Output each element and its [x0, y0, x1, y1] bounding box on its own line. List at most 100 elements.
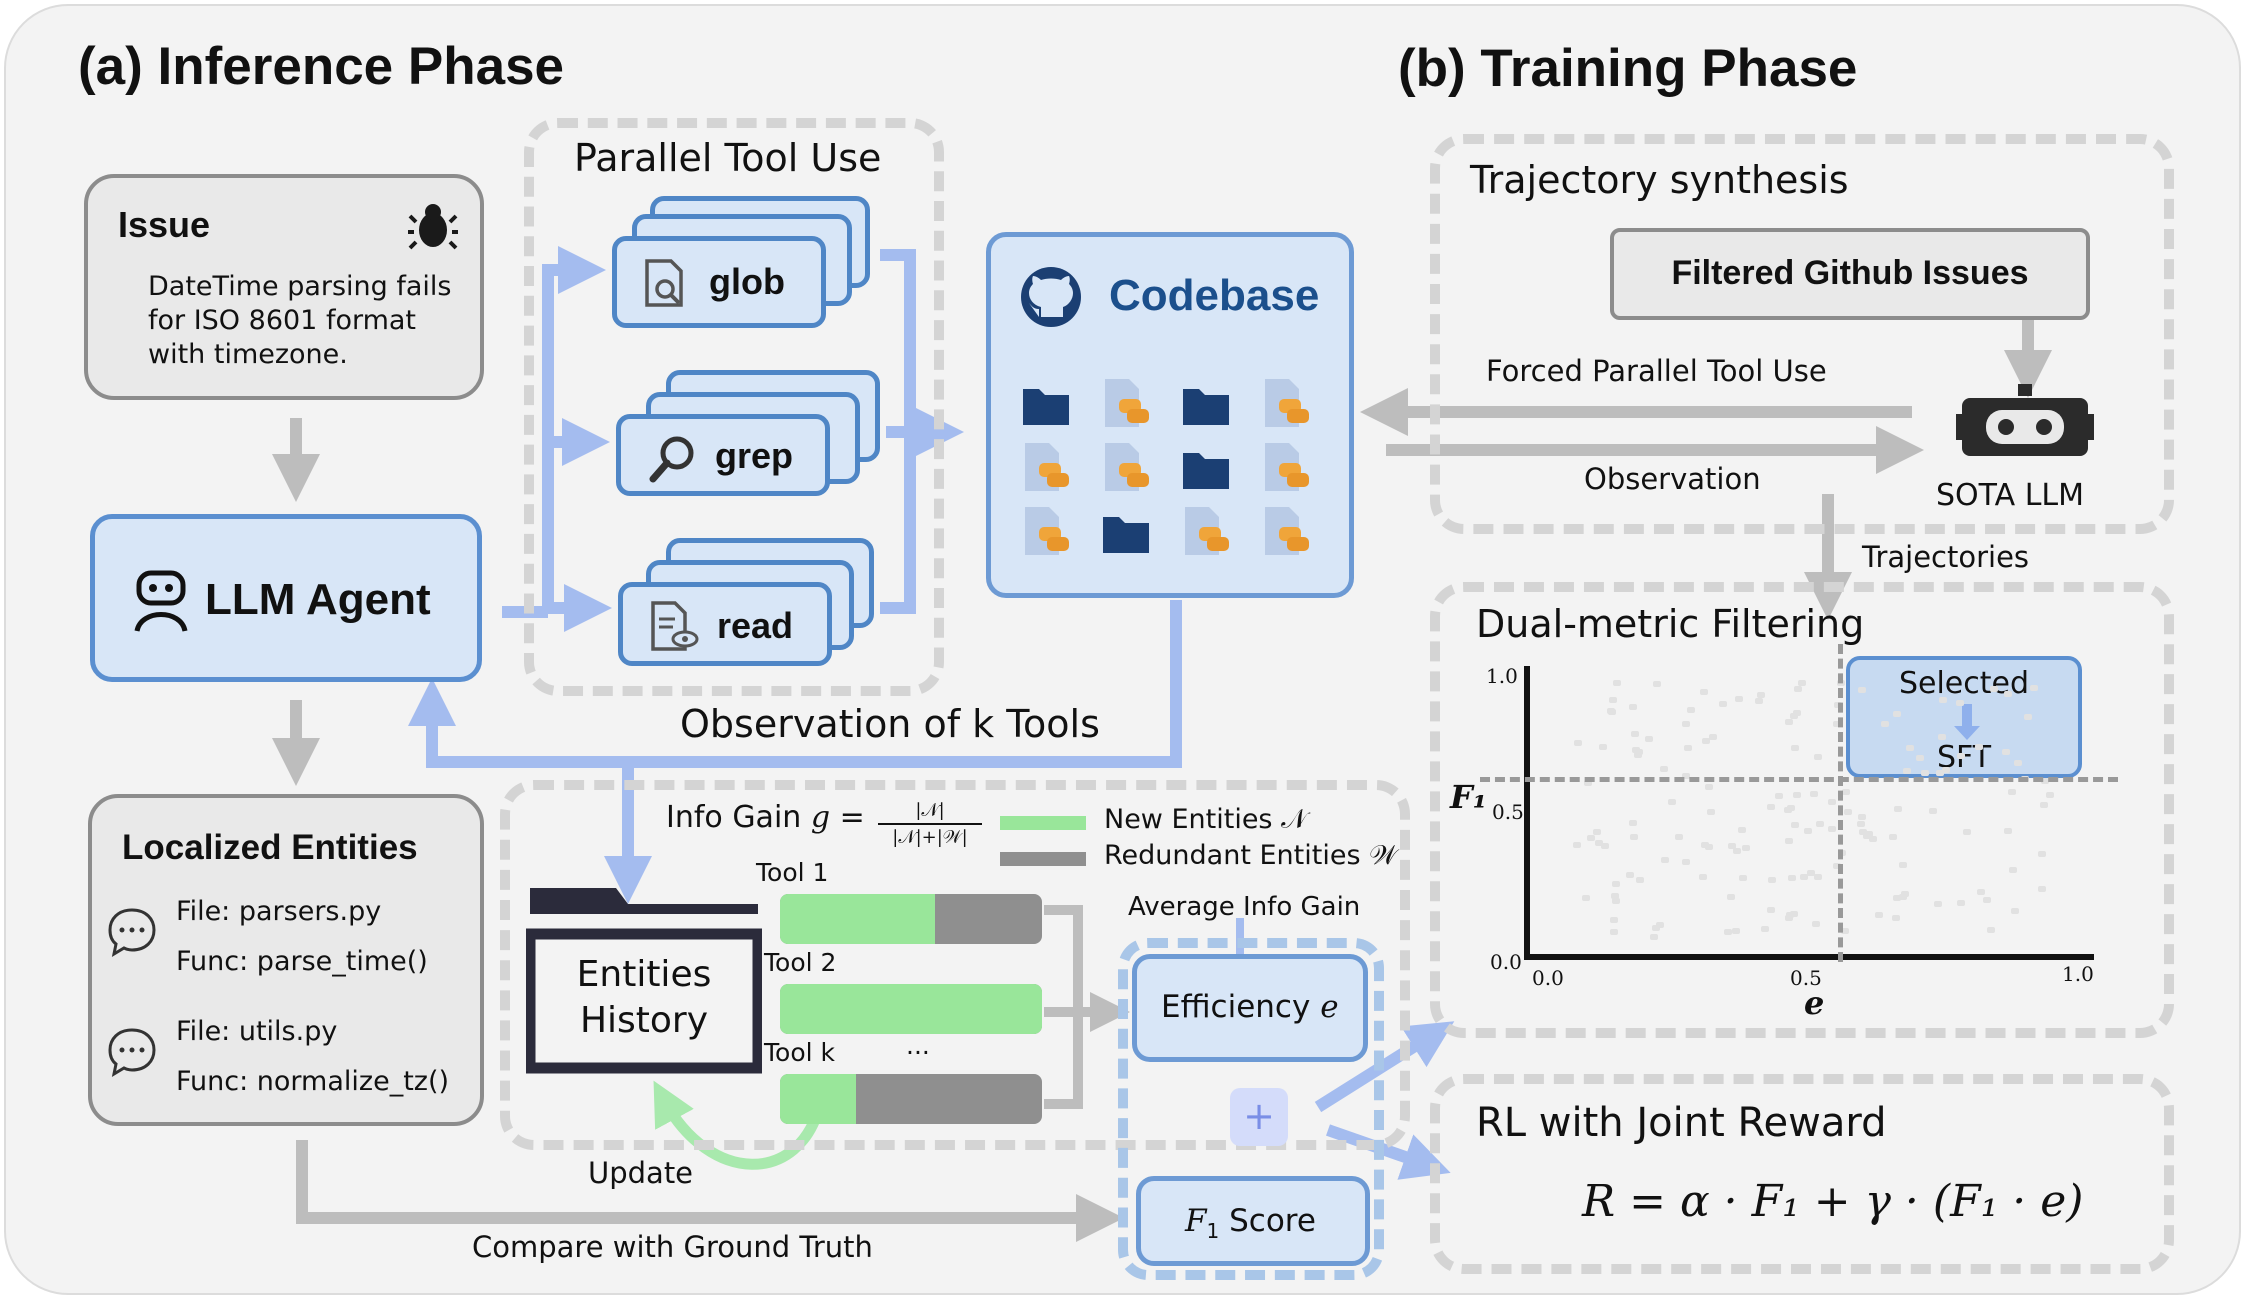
scatter-point: [1702, 737, 1711, 744]
scatter-point: [1928, 808, 1937, 815]
entities-history-label: Entities History: [540, 952, 748, 1044]
tool-bar: [780, 984, 1042, 1034]
codebase-files: [1019, 377, 1339, 577]
scatter-point: [2004, 691, 2013, 698]
folder-icon: [1183, 389, 1229, 425]
scatter-point: [1675, 833, 1684, 840]
scatter-point: [1957, 899, 1966, 906]
x-axis: [1524, 954, 2094, 960]
scatter-point: [1793, 792, 1802, 799]
compare-label: Compare with Ground Truth: [472, 1230, 873, 1264]
scatter-point: [1635, 748, 1644, 755]
doc-eye-icon: [651, 601, 699, 651]
folder-icon: [1183, 453, 1229, 489]
scatter-point: [1682, 721, 1691, 728]
scatter-point: [1599, 744, 1608, 751]
scatter-point: [1790, 744, 1799, 751]
scatter-point: [1682, 773, 1691, 780]
bug-icon: [408, 204, 458, 250]
scatter-point: [1892, 895, 1901, 902]
info-gain-fraction: |𝒩| |𝒩|+|𝒲|: [878, 800, 982, 848]
scatter-point: [1790, 911, 1799, 918]
scatter-point: [1935, 770, 1944, 777]
tool-bar: [780, 1074, 1042, 1124]
rl-title: RL with Joint Reward: [1476, 1100, 1887, 1146]
tool-bar-label: Tool 2: [764, 948, 837, 977]
scatter-point: [1891, 914, 1900, 921]
scatter-point: [1775, 793, 1784, 800]
scatter-point: [1719, 701, 1728, 708]
tool-glob: glob: [612, 236, 826, 328]
scatter-point: [1659, 765, 1668, 772]
scatter-point: [1628, 703, 1637, 710]
scatter-point: [1626, 871, 1635, 878]
scatter-point: [1841, 928, 1850, 935]
github-icon: [1021, 267, 1081, 327]
scatter-point: [1757, 691, 1765, 698]
entity-func: Func: parse_time(): [176, 946, 428, 977]
scatter-point: [1955, 699, 1964, 706]
info-gain-label: Info Gain: [666, 800, 802, 835]
scatter-point: [1731, 927, 1740, 934]
scatter-point: [1844, 809, 1853, 816]
scatter-point: [1754, 697, 1763, 704]
entity-file: File: utils.py: [176, 1016, 338, 1047]
legend-redundant-swatch: [1000, 852, 1086, 866]
folder-outline-icon: [526, 888, 762, 1074]
python-file-icon: [1265, 443, 1309, 491]
scatter-point: [1785, 915, 1794, 922]
trajectory-title: Trajectory synthesis: [1470, 158, 1849, 202]
f1-label: Score: [1229, 1203, 1316, 1239]
scatter-point: [2046, 792, 2055, 799]
y-tick: 0.5: [1492, 800, 1524, 824]
scatter-point: [1916, 755, 1925, 762]
scatter-point: [1652, 925, 1661, 932]
selected-arrowhead: [1954, 726, 1980, 740]
scatter-point: [1726, 893, 1735, 900]
scatter-point: [1655, 921, 1664, 928]
efficiency-box: Efficiency e: [1132, 954, 1368, 1062]
plus-badge: +: [1230, 1088, 1288, 1146]
python-file-icon: [1185, 507, 1229, 555]
scatter-point: [1832, 862, 1841, 869]
scatter-point: [1803, 828, 1812, 835]
scatter-point: [1784, 719, 1793, 726]
trajectories-label: Trajectories: [1862, 540, 2030, 574]
scatter-point: [1573, 740, 1582, 747]
issue-title: Issue: [118, 204, 211, 245]
llm-agent-box: LLM Agent: [90, 514, 482, 682]
scatter-point: [1768, 877, 1777, 884]
info-gain-formula: Info Gain g =: [666, 800, 865, 835]
scatter-point: [2023, 713, 2032, 720]
scatter-point: [1856, 821, 1865, 828]
scatter-point: [1573, 842, 1582, 849]
scatter-point: [1767, 906, 1776, 913]
f1-score-text: F1 Score: [1185, 1203, 1316, 1243]
inference-title: (a) Inference Phase: [78, 37, 565, 96]
scatter-point: [1790, 712, 1799, 719]
entity-file: File: parsers.py: [176, 896, 382, 927]
fraction-bar: [878, 823, 982, 825]
scatter-point: [1807, 870, 1816, 877]
issue-line: with timezone.: [148, 339, 348, 370]
scatter-point: [1760, 926, 1769, 933]
llm-agent-label: LLM Agent: [205, 575, 431, 624]
fraction-numerator: |𝒩|: [915, 800, 945, 821]
scatter-point: [1704, 844, 1713, 851]
f1-sub: 1: [1206, 1219, 1220, 1244]
tool-bar-fill: [780, 1074, 856, 1124]
scatter-point: [1738, 875, 1747, 882]
scatter-point: [1700, 688, 1709, 695]
tool-grep: grep: [616, 414, 830, 496]
python-file-icon: [1025, 507, 1069, 555]
entities-history-line: History: [579, 1000, 709, 1041]
scatter-points: [1524, 666, 2094, 958]
scatter-point: [1607, 708, 1616, 715]
scatter-point: [1828, 826, 1837, 833]
scatter-point: [1683, 744, 1692, 751]
scatter-point: [1863, 833, 1872, 840]
scatter-point: [1667, 799, 1676, 806]
scatter-point: [1905, 745, 1914, 752]
tool-bar-fill: [780, 894, 935, 944]
